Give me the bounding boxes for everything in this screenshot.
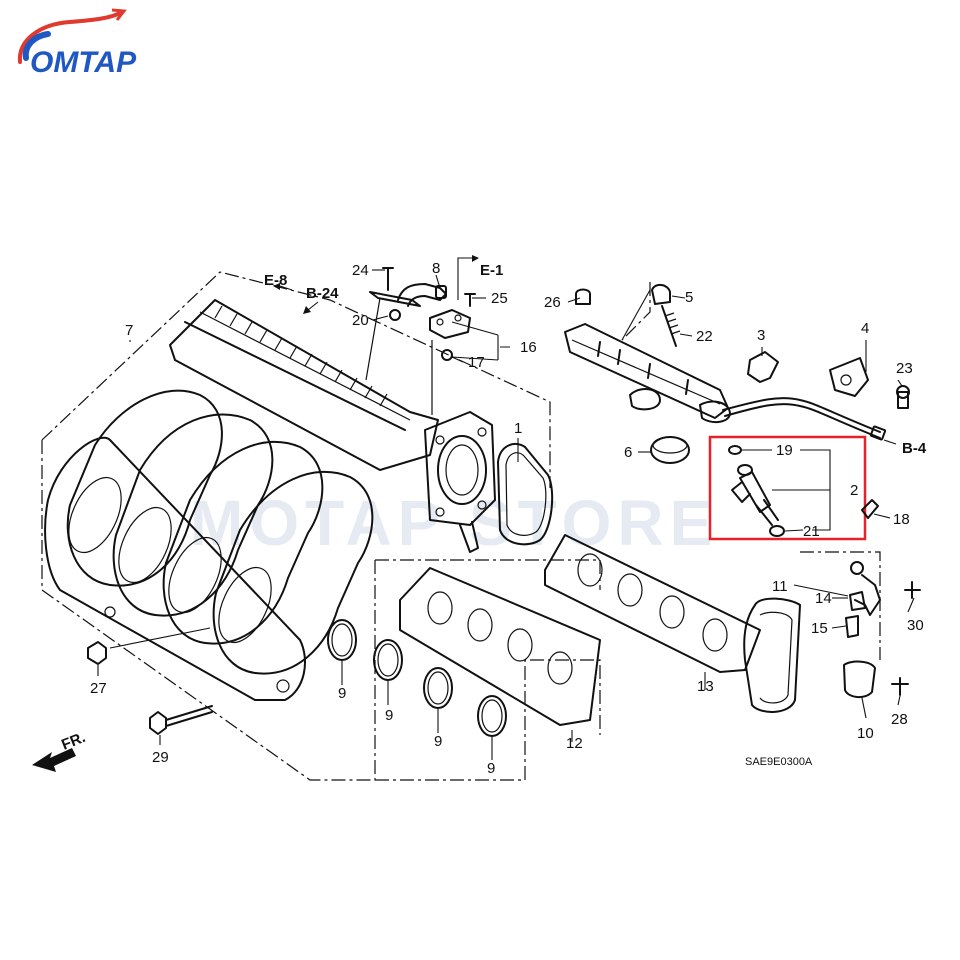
callout-30: 30: [907, 617, 924, 634]
nut-27: [87, 641, 107, 665]
intake-manifold: [44, 299, 496, 701]
callout-2: 2: [850, 482, 858, 499]
front-direction-label: FR.: [59, 729, 88, 754]
callout-24: 24: [352, 262, 369, 279]
callout-25: 25: [491, 290, 508, 307]
reference-arrows: [273, 255, 897, 445]
callout-18: 18: [893, 511, 910, 528]
manifold-gasket-lower: [399, 567, 601, 726]
sensor-assembly: [743, 499, 921, 713]
callout-7: 7: [125, 322, 133, 339]
callout-12: 12: [566, 735, 583, 752]
ref-b24: B-24: [306, 285, 339, 302]
fuel-rail-assembly: [564, 284, 910, 464]
diagram-code: SAE9E0300A: [745, 756, 813, 768]
callout-29: 29: [152, 749, 169, 766]
callout-6: 6: [624, 444, 632, 461]
callout-17: 17: [468, 354, 485, 371]
callout-16: 16: [520, 339, 537, 356]
callout-15: 15: [811, 620, 828, 637]
callout-1: 1: [514, 420, 522, 437]
injector-highlight-box: [708, 435, 867, 541]
callout-5: 5: [685, 289, 693, 306]
sensor-group-border: [800, 551, 881, 660]
brand-name: OMTAP: [30, 46, 137, 79]
ref-e8: E-8: [264, 272, 287, 289]
callout-4: 4: [861, 320, 869, 337]
fuel-rail-group-border: [621, 282, 651, 341]
manifold-gasket-lower-ports: [427, 591, 573, 685]
manifold-gasket-upper: [544, 534, 761, 673]
manifold-group-border: [41, 271, 551, 781]
callout-14: 14: [815, 590, 832, 607]
callout-8: 8: [432, 260, 440, 277]
callout-11: 11: [772, 578, 788, 595]
manifold-gasket-upper-ports: [577, 553, 728, 652]
callout-23: 23: [896, 360, 913, 377]
callout-20: 20: [352, 312, 369, 329]
ref-e1: E-1: [480, 262, 503, 279]
throttle-gasket: [497, 443, 554, 546]
fuel-injector: [728, 445, 785, 537]
callout-9d: 9: [487, 760, 495, 777]
brand-logo: OMTAP: [17, 8, 137, 79]
callout-10: 10: [857, 725, 874, 742]
map-sensor-assembly: [365, 267, 476, 415]
callout-3: 3: [757, 327, 765, 344]
ref-b4: B-4: [902, 440, 927, 457]
callout-9a: 9: [338, 685, 346, 702]
callout-9b: 9: [385, 707, 393, 724]
callout-19: 19: [776, 442, 793, 459]
callout-9c: 9: [434, 733, 442, 750]
callout-13: 13: [697, 678, 714, 695]
callout-22: 22: [696, 328, 713, 345]
bolt-29: [149, 705, 213, 735]
callout-28: 28: [891, 711, 908, 728]
leader-lines: [97, 269, 915, 760]
callout-26: 26: [544, 294, 561, 311]
callout-27: 27: [90, 680, 107, 697]
front-direction-arrow: [32, 748, 76, 772]
callout-21: 21: [803, 523, 820, 540]
